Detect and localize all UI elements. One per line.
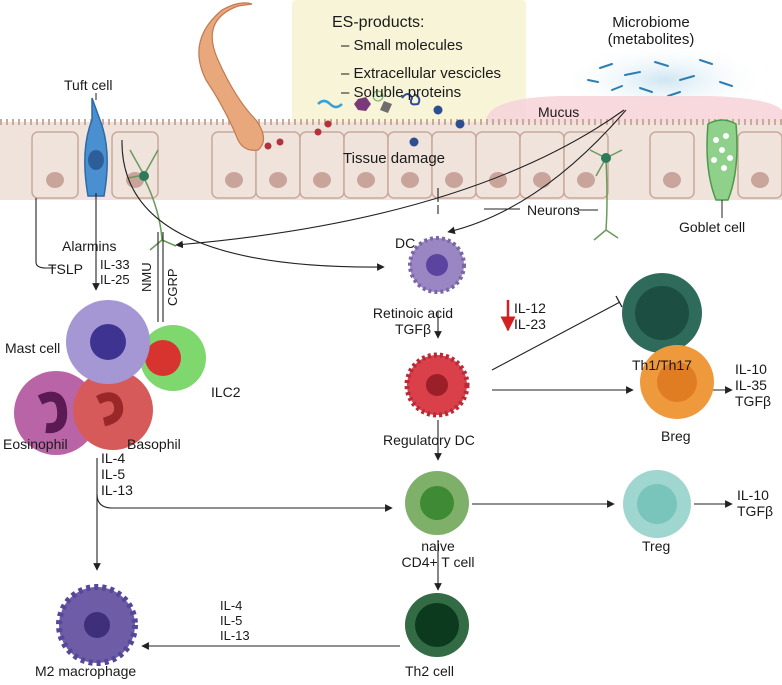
breg-label: Breg	[661, 428, 691, 444]
eosinophil-label: Eosinophil	[3, 436, 68, 452]
es-item-small-molecules: – Small molecules	[341, 37, 463, 54]
dc-cell	[408, 236, 466, 294]
bacteria-icons	[587, 59, 733, 97]
neurons-label: Neurons	[527, 202, 580, 218]
m2-cytokines: IL-4 IL-5 IL-13	[220, 598, 250, 643]
mast-cell	[66, 300, 150, 384]
mucus-layer	[486, 96, 782, 122]
neuron-shape	[127, 149, 623, 251]
breg-cell	[640, 345, 714, 419]
es-item-soluble-proteins: – Soluble proteins	[341, 84, 462, 101]
tslp-label: TSLP	[48, 261, 84, 277]
tuft-cell-shape	[84, 97, 108, 197]
il33-il25-label: IL-33 IL-25	[100, 257, 130, 287]
alarmins-label: Alarmins	[62, 238, 117, 254]
naive-cd4-label: naive CD4+ T cell	[401, 538, 475, 571]
basophil-cell	[73, 370, 153, 450]
basophil-label: Basophil	[127, 436, 181, 452]
ilc2-cell	[140, 325, 206, 391]
breg-cytokines: IL-10 IL-35 TGFβ	[735, 361, 772, 410]
macrophage-cell	[56, 584, 138, 666]
ilc2-label: ILC2	[211, 384, 241, 400]
il12-il23-label: IL-12 IL-23	[514, 300, 546, 333]
th2-cell-label: Th2 cell	[405, 663, 455, 679]
treg-label: Treg	[642, 538, 671, 554]
retinoic-acid-label: Retinoic acid TGFβ	[372, 305, 454, 338]
cgrp-label: CGRP	[165, 268, 180, 306]
th1-th17-label: Th1/Th17	[632, 357, 692, 373]
es-item-vesicles: – Extracellular vescicles	[341, 65, 502, 82]
goblet-cell-label: Goblet cell	[679, 219, 746, 235]
eosinophil-cell	[14, 371, 98, 455]
treg-cytokines: IL-10 TGFβ	[737, 487, 774, 520]
tuft-cell-label: Tuft cell	[64, 77, 113, 93]
es-products-title: ES-products:	[332, 14, 425, 31]
tissue-damage-label: Tissue damage	[343, 150, 445, 167]
treg-cell	[623, 470, 691, 538]
naive-cd4-cell	[405, 471, 469, 535]
helminth-worm	[198, 2, 265, 151]
epithelium	[0, 119, 782, 200]
th2-cell-shape	[405, 593, 469, 657]
regulatory-dc-cell	[404, 352, 470, 418]
regulatory-dc-label: Regulatory DC	[383, 432, 475, 448]
nmu-label: NMU	[139, 262, 154, 292]
th1-th17-cell	[622, 273, 702, 353]
dc-label: DC	[395, 235, 416, 251]
mast-cell-label: Mast cell	[5, 340, 61, 356]
left-cytokines: IL-4 IL-5 IL-13	[101, 450, 133, 499]
m2-macrophage-label: M2 macrophage	[35, 663, 137, 679]
microbiome-label: Microbiome (metabolites)	[607, 14, 695, 49]
mucus-label: Mucus	[538, 104, 580, 120]
es-molecules	[317, 90, 465, 147]
goblet-cell-shape	[706, 119, 738, 201]
